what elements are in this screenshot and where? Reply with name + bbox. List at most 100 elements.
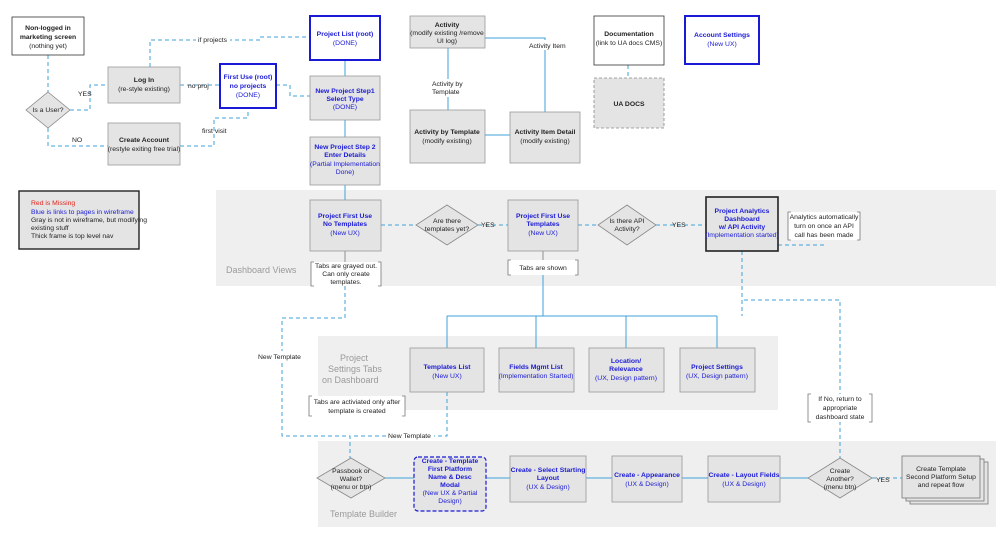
edge-return-dashboard xyxy=(742,299,841,460)
note-tabs-grayed: Tabs are grayed out. Can only create tem… xyxy=(310,261,382,287)
step1-line-1: New Project Step1 xyxy=(315,88,375,95)
yes-templates-label: YES xyxy=(481,222,495,229)
legend: Red is Missing Blue is links to pages in… xyxy=(18,190,147,250)
decision-is-a-user: Is a User? xyxy=(25,91,71,129)
node-create-second-platform: Create Template Second Platform Setup an… xyxy=(901,455,989,505)
node-first-use-root: First Use (root) no projects (DONE) xyxy=(219,63,277,109)
no-user-label: NO xyxy=(72,137,82,144)
yes-create-another-label: YES xyxy=(876,477,890,484)
activity-line-2: (modify existing /remove xyxy=(410,30,484,37)
is-there-api-line-1: Is there API xyxy=(609,218,644,225)
create-account-line-1: Create Account xyxy=(119,137,170,144)
activity-item-detail-line-2: (modify existing) xyxy=(520,138,569,145)
yes-user-label: YES xyxy=(78,91,92,98)
edge-new-template-bottom xyxy=(352,392,448,437)
appearance-line-1: Create - Appearance xyxy=(614,472,680,479)
project-settings-line-2: (UX, Design pattern) xyxy=(686,373,748,380)
tabs-shown-line-1: Tabs are shown xyxy=(519,265,567,272)
note-analytics-auto: Analytics automatically turn on once an … xyxy=(787,211,861,241)
new-template-left-label: New Template xyxy=(258,354,301,361)
node-ua-docs: UA DOCS xyxy=(593,77,665,129)
step2-line-1: New Project Step 2 xyxy=(314,144,375,151)
pfu-no-templates-line-1: Project First Use xyxy=(318,213,372,220)
tabs-activated-line-1: Tabs are activiated only after xyxy=(314,399,401,406)
template-builder-label: Template Builder xyxy=(330,509,397,519)
node-account-settings: Account Settings (New UX) xyxy=(684,15,760,65)
node-project-first-use-templates: Project First Use Templates (New UX) xyxy=(507,199,579,252)
decision-create-another: Create Another? (menu btn) xyxy=(807,457,873,499)
pfu-no-templates-line-3: (New UX) xyxy=(330,230,359,237)
non-logged-line-2: marketing screen xyxy=(20,34,76,41)
select-layout-line-2: Layout xyxy=(537,475,560,482)
location-line-1: Location/ xyxy=(611,358,641,365)
account-settings-line-1: Account Settings xyxy=(694,32,750,39)
analytics-auto-line-1: Analytics automatically xyxy=(790,214,859,221)
if-no-return-line-2: appropriate xyxy=(823,405,858,412)
fields-mgmt-line-1: Fields Mgmt List xyxy=(509,364,563,371)
are-there-templates-line-2: templates yet? xyxy=(425,226,469,233)
node-create-appearance: Create - Appearance (UX & Design) xyxy=(611,455,683,503)
create-first-line-2: First Platform xyxy=(428,466,472,473)
decision-is-there-api: Is there API Activity? xyxy=(597,204,657,246)
create-another-line-2: Another? xyxy=(826,476,854,483)
is-there-api-line-2: Activity? xyxy=(614,226,640,233)
select-layout-line-1: Create - Select Starting xyxy=(511,467,586,474)
analytics-auto-line-3: call has been made xyxy=(795,232,854,239)
legend-gray-1: Gray is not in wireframe, but modifying xyxy=(31,217,147,224)
step1-line-3: (DONE) xyxy=(333,104,357,111)
analytics-line-4: (Implementation started) xyxy=(705,232,779,239)
activity-by-template-line-1: Activity by Template xyxy=(414,129,480,136)
create-first-line-3: Name & Desc xyxy=(428,474,472,481)
edge-first-visit xyxy=(180,108,249,147)
activity-by-template-line-2: (modify existing) xyxy=(422,138,471,145)
node-templates-list: Templates List (New UX) xyxy=(409,347,485,393)
documentation-line-2: (link to UA docs CMS) xyxy=(596,40,662,47)
decision-passbook-or-wallet: Passbook or Wallet? (menu or btn) xyxy=(316,457,386,499)
node-activity-item-detail: Activity Item Detail (modify existing) xyxy=(509,111,581,164)
node-activity-by-template: Activity by Template (modify existing) xyxy=(409,109,486,164)
edge-no-create xyxy=(47,128,108,147)
node-create-template-first: Create - Template First Platform Name & … xyxy=(413,456,487,512)
pfu-templates-line-2: Templates xyxy=(526,221,559,228)
tabs-grayed-line-1: Tabs are grayed out. xyxy=(315,263,377,270)
project-list-line-1: Project List (root) xyxy=(317,31,374,38)
yes-api-label: YES xyxy=(672,222,686,229)
location-line-2: Relevance xyxy=(609,366,643,373)
legend-gray-2: existing stuff xyxy=(31,225,69,232)
first-use-root-line-3: (DONE) xyxy=(236,92,260,99)
first-use-root-line-1: First Use (root) xyxy=(224,74,273,81)
second-platform-line-1: Create Template xyxy=(916,466,966,473)
create-first-line-4: Modal xyxy=(440,482,460,489)
node-log-in: Log In (re-style existing) xyxy=(107,66,181,104)
node-location-relevance: Location/ Relevance (UX, Design pattern) xyxy=(588,347,665,393)
legend-red: Red is Missing xyxy=(31,200,75,207)
edge-if-projects xyxy=(149,36,310,67)
non-logged-line-3: (nothing yet) xyxy=(29,43,67,50)
note-tabs-shown: Tabs are shown xyxy=(507,259,579,276)
tabs-activated-line-2: template is created xyxy=(328,408,386,415)
dashboard-views-label: Dashboard Views xyxy=(226,265,297,275)
node-new-project-step1: New Project Step1 Select Type (DONE) xyxy=(309,75,381,121)
are-there-templates-line-1: Are there xyxy=(433,218,461,225)
activity-item-detail-line-1: Activity Item Detail xyxy=(515,129,576,136)
log-in-line-1: Log In xyxy=(134,77,154,84)
if-no-return-line-3: dashboard state xyxy=(816,414,865,421)
node-new-project-step2: New Project Step 2 Enter Details (Partia… xyxy=(309,136,381,186)
step2-line-2: Enter Details xyxy=(324,152,366,159)
second-platform-line-3: and repeat flow xyxy=(918,482,965,489)
ua-docs-text: UA DOCS xyxy=(613,101,645,108)
project-settings-tabs-label-2: Settings Tabs xyxy=(328,364,382,374)
note-if-no-return: If No, return to appropriate dashboard s… xyxy=(807,393,873,423)
if-no-return-line-1: If No, return to xyxy=(818,396,862,403)
location-line-3: (UX, Design pattern) xyxy=(595,375,657,382)
project-settings-tabs-label-1: Project xyxy=(340,353,369,363)
activity-by-template-label-2: Template xyxy=(432,89,460,96)
activity-line-1: Activity xyxy=(435,22,460,29)
legend-blue: Blue is links to pages in wireframe xyxy=(31,209,134,216)
decision-are-there-templates: Are there templates yet? xyxy=(415,204,479,246)
node-project-settings: Project Settings (UX, Design pattern) xyxy=(679,347,756,393)
layout-fields-line-1: Create - Layout Fields xyxy=(708,472,779,479)
project-list-line-2: (DONE) xyxy=(333,40,357,47)
create-first-line-5: (New UX & Partial xyxy=(423,490,478,497)
analytics-line-1: Project Analytics xyxy=(715,208,770,215)
